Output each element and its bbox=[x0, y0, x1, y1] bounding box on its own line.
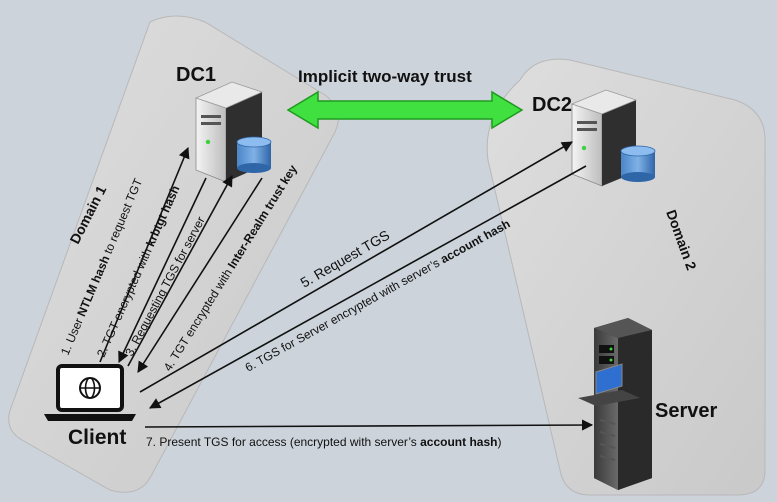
server-label: Server bbox=[655, 400, 717, 422]
arrow-step-5 bbox=[139, 141, 573, 393]
two-way-trust-arrow bbox=[286, 90, 524, 130]
dc1-server-icon bbox=[194, 81, 272, 183]
arrow-step-6 bbox=[149, 165, 587, 409]
client-label: Client bbox=[68, 426, 126, 449]
arrow-step-3 bbox=[127, 175, 233, 367]
client-laptop-icon bbox=[44, 364, 136, 421]
step-7-label: 7. Present TGS for access (encrypted wit… bbox=[146, 435, 501, 449]
trust-title: Implicit two-way trust bbox=[298, 67, 472, 86]
arrow-step-2 bbox=[118, 177, 207, 364]
domain-2-shape bbox=[486, 58, 766, 496]
dc2-server-icon bbox=[570, 89, 656, 187]
arrow-step-4 bbox=[137, 177, 263, 373]
dc1-label: DC1 bbox=[176, 64, 216, 86]
arrow-step-7 bbox=[144, 419, 594, 431]
dc2-label: DC2 bbox=[532, 94, 572, 116]
server-rack-icon bbox=[578, 318, 652, 490]
arrow-step-1 bbox=[99, 146, 190, 363]
